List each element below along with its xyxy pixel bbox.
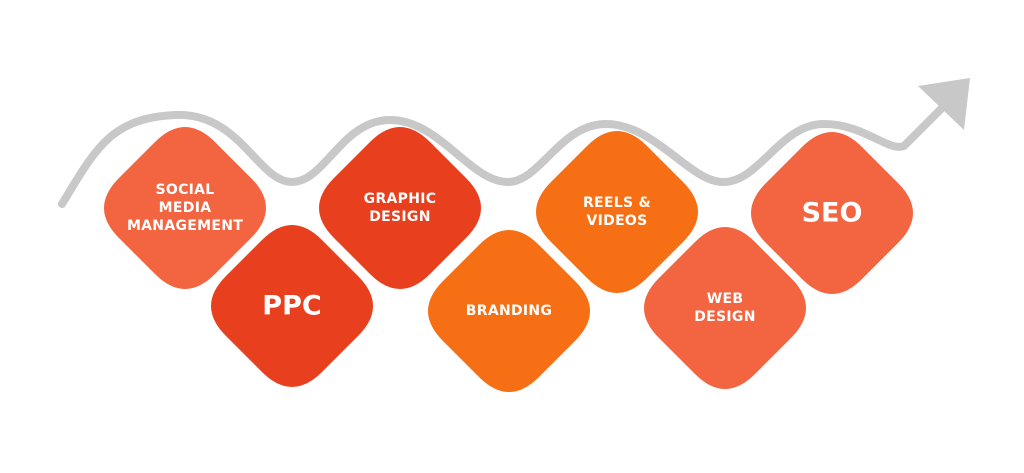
tile-label-line: DESIGN — [694, 309, 756, 325]
tile-label-line: PPC — [262, 291, 321, 322]
service-tile-branding: BRANDING — [428, 230, 590, 392]
tile-label-line: DESIGN — [369, 209, 431, 225]
tile-label-line: SEO — [802, 198, 863, 229]
tile-label-line: REELS & — [583, 195, 651, 211]
service-tile-graphic: GRAPHIC DESIGN — [319, 127, 481, 289]
tile-label-line: VIDEOS — [586, 213, 647, 229]
service-tile-seo: SEO — [751, 132, 913, 294]
tile-label-line: GRAPHIC — [364, 191, 437, 207]
service-tile-social: SOCIAL MEDIA MANAGEMENT — [104, 127, 266, 289]
service-tile-ppc: PPC — [211, 225, 373, 387]
tile-label-line: MEDIA — [159, 200, 212, 216]
tile-label-line: SOCIAL — [155, 182, 214, 198]
growth-wave — [58, 78, 970, 208]
service-tile-reels: REELS & VIDEOS — [536, 131, 698, 293]
tile-label-line: MANAGEMENT — [127, 218, 243, 234]
tile-label-line: WEB — [707, 291, 744, 307]
arrow-head-icon — [918, 78, 970, 130]
service-tile-web: WEB DESIGN — [644, 227, 806, 389]
service-tiles: SOCIAL MEDIA MANAGEMENT PPC GRAPHIC DESIGN BRA… — [104, 127, 913, 392]
wave-line — [58, 84, 966, 208]
tile-label-line: BRANDING — [466, 303, 552, 319]
